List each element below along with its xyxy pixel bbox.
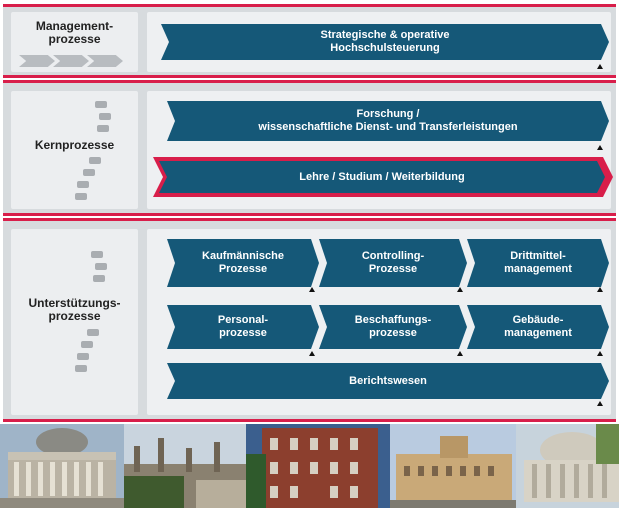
process-commercial-label: Kaufmännische Prozesse [202, 250, 284, 275]
process-controlling-label: Controlling- Prozesse [361, 250, 425, 275]
process-third-party-funding[interactable]: Drittmittel- management [467, 239, 609, 287]
process-procurement[interactable]: Beschaffungs- prozesse [319, 305, 467, 349]
support-label: Unterstützungs- prozesse [28, 296, 121, 323]
management-band: Management- prozesse Strategische & oper… [3, 4, 616, 78]
support-band: Unterstützungs- prozesse Kaufmännische P… [3, 218, 616, 422]
expand-marker-icon [597, 64, 603, 69]
expand-marker-icon [309, 287, 315, 292]
photo-panel-institute [390, 424, 516, 508]
process-personnel-label: Personal- prozesse [217, 314, 269, 339]
process-facility-management-label: Gebäude- management [504, 314, 572, 339]
management-content-card: Strategische & operative Hochschulsteuer… [147, 12, 611, 72]
process-strategic-steering-label: Strategische & operative Hochschulsteuer… [320, 29, 450, 54]
management-chevrons-icon [19, 55, 129, 67]
management-label: Management- prozesse [35, 19, 114, 46]
management-label-card: Management- prozesse [11, 12, 138, 72]
process-reporting-label: Berichtswesen [349, 374, 427, 387]
core-band: Kernprozesse Forschung / wissenschaftlic… [3, 80, 616, 216]
process-personnel[interactable]: Personal- prozesse [167, 305, 319, 349]
expand-marker-icon [309, 351, 315, 356]
photo-panel-brick [246, 424, 390, 508]
process-research-label: Forschung / wissenschaftliche Dienst- un… [258, 108, 518, 133]
expand-marker-icon [457, 351, 463, 356]
expand-marker-icon [457, 287, 463, 292]
process-third-party-funding-label: Drittmittel- management [504, 250, 572, 275]
process-teaching[interactable]: Lehre / Studium / Weiterbildung [159, 161, 605, 193]
photo-panel-dome [516, 424, 619, 508]
process-teaching-label: Lehre / Studium / Weiterbildung [299, 170, 465, 183]
support-content-card: Kaufmännische Prozesse Controlling- Proz… [147, 229, 611, 415]
expand-marker-icon [597, 145, 603, 150]
process-facility-management[interactable]: Gebäude- management [467, 305, 609, 349]
core-content-card: Forschung / wissenschaftliche Dienst- un… [147, 91, 611, 209]
expand-marker-icon [597, 287, 603, 292]
photo-panel-columbia [0, 424, 124, 508]
expand-marker-icon [597, 401, 603, 406]
photo-panel-gothic [124, 424, 246, 508]
university-buildings-photo [0, 424, 619, 508]
process-commercial[interactable]: Kaufmännische Prozesse [167, 239, 319, 287]
process-reporting[interactable]: Berichtswesen [167, 363, 609, 399]
process-strategic-steering[interactable]: Strategische & operative Hochschulsteuer… [161, 24, 609, 60]
core-label: Kernprozesse [34, 138, 115, 152]
process-controlling[interactable]: Controlling- Prozesse [319, 239, 467, 287]
support-label-card: Unterstützungs- prozesse [11, 229, 138, 415]
process-research[interactable]: Forschung / wissenschaftliche Dienst- un… [167, 101, 609, 141]
process-procurement-label: Beschaffungs- prozesse [354, 314, 432, 339]
expand-marker-icon [597, 351, 603, 356]
core-label-card: Kernprozesse [11, 91, 138, 209]
